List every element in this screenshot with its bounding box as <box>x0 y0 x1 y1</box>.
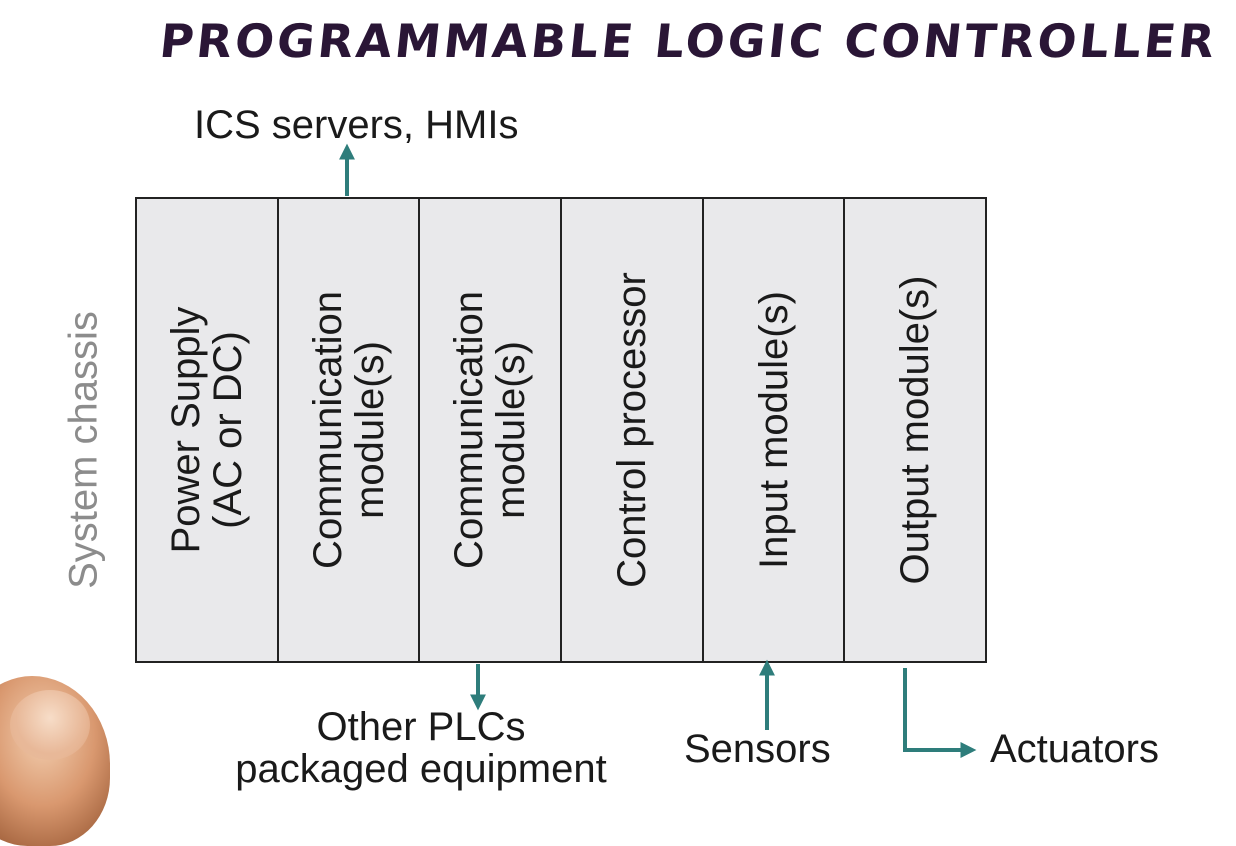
module-input-label: Input module(s) <box>751 291 796 569</box>
other-plcs-line: packaged equipment <box>235 747 607 791</box>
arrow-to-actuators <box>903 668 977 758</box>
page-title: PROGRAMMABLE LOGIC CONTROLLER <box>157 14 1220 68</box>
other-plcs-line: Other PLCs <box>316 705 526 749</box>
module-label-line: Control processor <box>609 272 654 588</box>
module-power-supply: Power Supply (AC or DC) <box>137 199 279 661</box>
system-chassis-label: System chassis <box>61 311 106 589</box>
module-communication-1: Communication module(s) <box>279 199 421 661</box>
sensors-label: Sensors <box>684 727 831 771</box>
module-output: Output module(s) <box>845 199 985 661</box>
module-communication-1-label: Communication module(s) <box>305 291 392 569</box>
module-label-line: Output module(s) <box>893 275 938 585</box>
module-label-line: module(s) <box>347 341 392 519</box>
module-label-line: Power Supply <box>163 306 208 554</box>
other-plcs-label: Other PLCs packaged equipment <box>225 706 617 790</box>
module-label-line: Communication <box>447 291 492 569</box>
presenter-thumbnail-nail <box>10 690 90 760</box>
module-control-processor-label: Control processor <box>609 272 654 588</box>
plc-chassis: Power Supply (AC or DC) Communication mo… <box>135 197 987 663</box>
actuators-label: Actuators <box>990 727 1159 771</box>
module-label-line: module(s) <box>489 341 534 519</box>
module-control-processor: Control processor <box>562 199 704 661</box>
module-communication-2-label: Communication module(s) <box>447 291 534 569</box>
module-output-label: Output module(s) <box>893 275 938 585</box>
module-input: Input module(s) <box>704 199 846 661</box>
module-power-supply-label: Power Supply (AC or DC) <box>163 306 250 554</box>
module-label-line: (AC or DC) <box>205 331 250 529</box>
module-communication-2: Communication module(s) <box>420 199 563 661</box>
module-label-line: Input module(s) <box>751 291 796 569</box>
module-label-line: Communication <box>305 291 350 569</box>
ics-servers-label: ICS servers, HMIs <box>194 103 519 147</box>
